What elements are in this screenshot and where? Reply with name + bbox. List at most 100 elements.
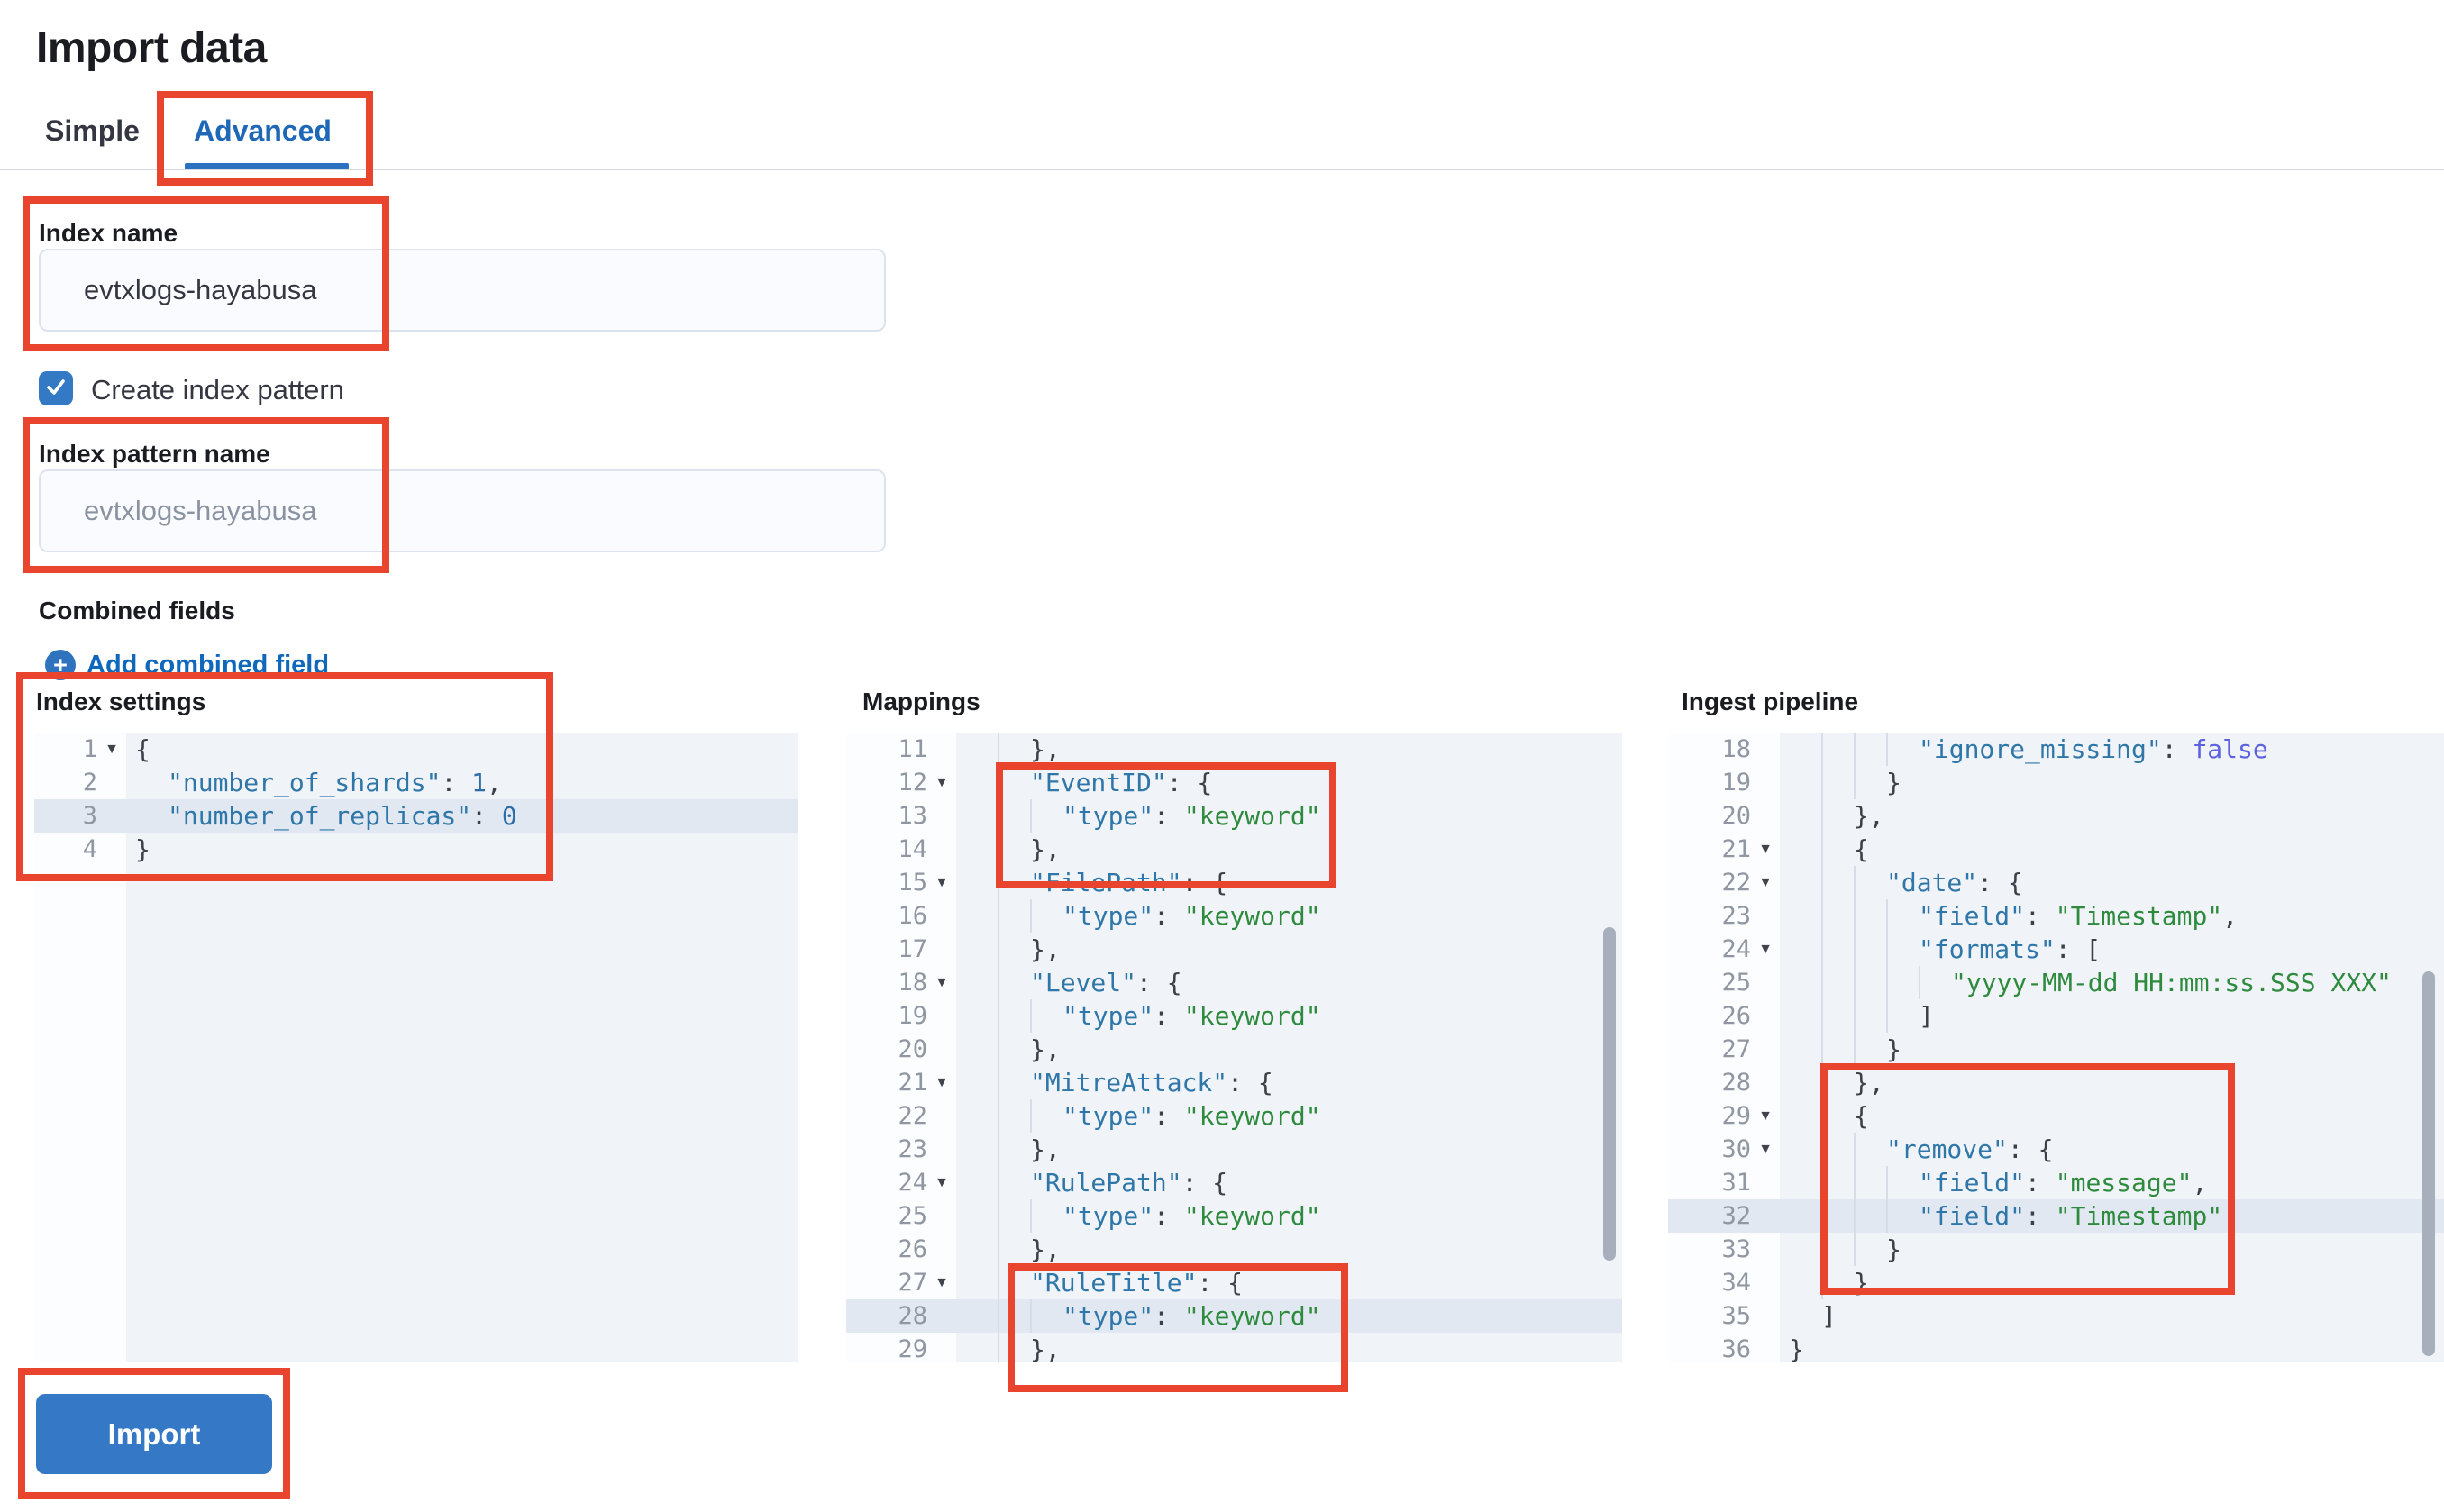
line-number: 12 <box>898 769 927 797</box>
editor-line: 20}, <box>898 1033 1061 1066</box>
editor-line: 27} <box>1721 1033 1901 1066</box>
editor-line: 24▼"formats": [ <box>1721 933 2102 966</box>
editor-line: 33} <box>1721 1233 1901 1266</box>
line-number: 19 <box>898 1002 927 1030</box>
editor-line: 21▼{ <box>1721 833 1869 866</box>
editor-line: 30▼"remove": { <box>1721 1133 2054 1166</box>
line-number: 28 <box>898 1302 927 1330</box>
editor-line: 18▼"Level": { <box>898 966 1182 999</box>
editor-line: 24▼"RulePath": { <box>898 1166 1228 1199</box>
editor-line: 21▼"MitreAttack": { <box>898 1066 1273 1099</box>
line-number: 1 <box>82 735 97 763</box>
index-name-input[interactable] <box>39 249 886 332</box>
editor-line: 34} <box>1721 1266 1869 1299</box>
fold-arrow-icon[interactable]: ▼ <box>1758 875 1773 890</box>
line-number: 14 <box>898 835 927 863</box>
editor-line: 11}, <box>898 733 1061 766</box>
fold-arrow-icon[interactable]: ▼ <box>935 875 949 890</box>
fold-arrow-icon[interactable]: ▼ <box>1758 1142 1773 1157</box>
fold-arrow-icon[interactable]: ▼ <box>935 975 949 990</box>
line-number: 29 <box>898 1335 927 1362</box>
line-number: 21 <box>898 1069 927 1097</box>
line-number: 25 <box>898 1202 927 1230</box>
ingest-pipeline-scrollbar-thumb[interactable] <box>2422 971 2435 1356</box>
line-number: 27 <box>898 1269 927 1297</box>
ingest-pipeline-label: Ingest pipeline <box>1682 688 1859 715</box>
editor-line: 19"type": "keyword" <box>898 999 1321 1033</box>
tabs-divider <box>0 169 2444 170</box>
editor-line: 25"yyyy-MM-dd HH:mm:ss.SSS XXX" <box>1721 966 2392 999</box>
line-number: 26 <box>1721 1002 1751 1030</box>
line-number: 32 <box>1721 1202 1751 1230</box>
page-title: Import data <box>36 24 267 72</box>
editor-line: 19} <box>1721 766 1901 799</box>
line-number: 21 <box>1721 835 1751 863</box>
fold-arrow-icon[interactable]: ▼ <box>1758 942 1773 957</box>
editor-line: 4} <box>82 834 150 864</box>
mappings-editor[interactable]: 11},12▼"EventID": {13"type": "keyword"14… <box>846 733 1622 1362</box>
line-number: 18 <box>898 969 927 997</box>
fold-arrow-icon[interactable]: ▼ <box>935 1175 949 1190</box>
line-number: 30 <box>1721 1135 1751 1163</box>
line-number: 23 <box>1721 902 1751 930</box>
line-number: 22 <box>1721 869 1751 897</box>
line-number: 24 <box>898 1169 927 1197</box>
index-settings-label: Index settings <box>36 688 206 715</box>
line-number: 13 <box>898 802 927 830</box>
editor-line: 2"number_of_shards": 1, <box>82 768 502 797</box>
line-number: 22 <box>898 1102 927 1130</box>
plus-in-circle-icon[interactable]: + <box>45 650 76 680</box>
editor-line: 20}, <box>1721 799 1884 833</box>
line-number: 28 <box>1721 1069 1751 1097</box>
editor-line: 29}, <box>846 1333 1622 1362</box>
line-number: 24 <box>1721 935 1751 963</box>
editor-line: 1▼{ <box>82 734 150 764</box>
line-number: 19 <box>1721 769 1751 797</box>
line-number: 27 <box>1721 1035 1751 1063</box>
editor-line: 27▼"RuleTitle": { <box>898 1266 1244 1299</box>
create-index-pattern-label: Create index pattern <box>91 374 344 405</box>
mappings-label: Mappings <box>862 688 980 715</box>
line-number: 25 <box>1721 969 1751 997</box>
index-settings-editor[interactable]: 1▼{2"number_of_shards": 1,3"number_of_re… <box>34 733 798 1362</box>
fold-arrow-icon[interactable]: ▼ <box>935 1275 949 1290</box>
editor-line: 16"type": "keyword" <box>898 899 1321 933</box>
line-number: 16 <box>898 902 927 930</box>
import-button[interactable]: Import <box>36 1394 272 1474</box>
editor-line: 13"type": "keyword" <box>898 799 1321 833</box>
line-number: 18 <box>1721 735 1751 763</box>
fold-arrow-icon[interactable]: ▼ <box>1758 842 1773 857</box>
editor-line: 17}, <box>898 933 1061 966</box>
line-number: 2 <box>82 769 97 797</box>
editor-line: 18"ignore_missing": false <box>1721 733 2268 766</box>
fold-arrow-icon[interactable]: ▼ <box>105 742 119 757</box>
line-number: 20 <box>898 1035 927 1063</box>
editor-line: 28"type": "keyword" <box>846 1299 1622 1333</box>
editor-line: 23}, <box>898 1133 1061 1166</box>
editor-line: 25"type": "keyword" <box>898 1199 1321 1233</box>
add-combined-field-link[interactable]: Add combined field <box>87 651 330 679</box>
index-pattern-name-input[interactable] <box>39 469 886 552</box>
fold-arrow-icon[interactable]: ▼ <box>935 1075 949 1090</box>
editor-line: 15▼"FilePath": { <box>898 866 1228 899</box>
fold-arrow-icon[interactable]: ▼ <box>1758 1108 1773 1124</box>
editor-line: 32"field": "Timestamp" <box>1668 1199 2444 1233</box>
tab-simple[interactable]: Simple <box>45 114 140 147</box>
tab-advanced[interactable]: Advanced <box>194 114 332 147</box>
editor-line: 12▼"EventID": { <box>898 766 1213 799</box>
checkmark-icon <box>45 376 67 402</box>
editor-line: 29▼{ <box>1721 1099 1869 1133</box>
create-index-pattern-checkbox[interactable] <box>39 371 73 405</box>
editor-line: 22▼"date": { <box>1721 866 2023 899</box>
line-number: 33 <box>1721 1235 1751 1263</box>
line-number: 3 <box>82 802 97 830</box>
line-number: 36 <box>1721 1335 1751 1362</box>
fold-arrow-icon[interactable]: ▼ <box>935 775 949 790</box>
editor-line: 35] <box>1721 1301 1837 1331</box>
line-number: 4 <box>82 835 97 863</box>
line-number: 31 <box>1721 1169 1751 1197</box>
mappings-scrollbar-thumb[interactable] <box>1603 927 1616 1261</box>
editor-line: 23"field": "Timestamp", <box>1721 899 2239 933</box>
